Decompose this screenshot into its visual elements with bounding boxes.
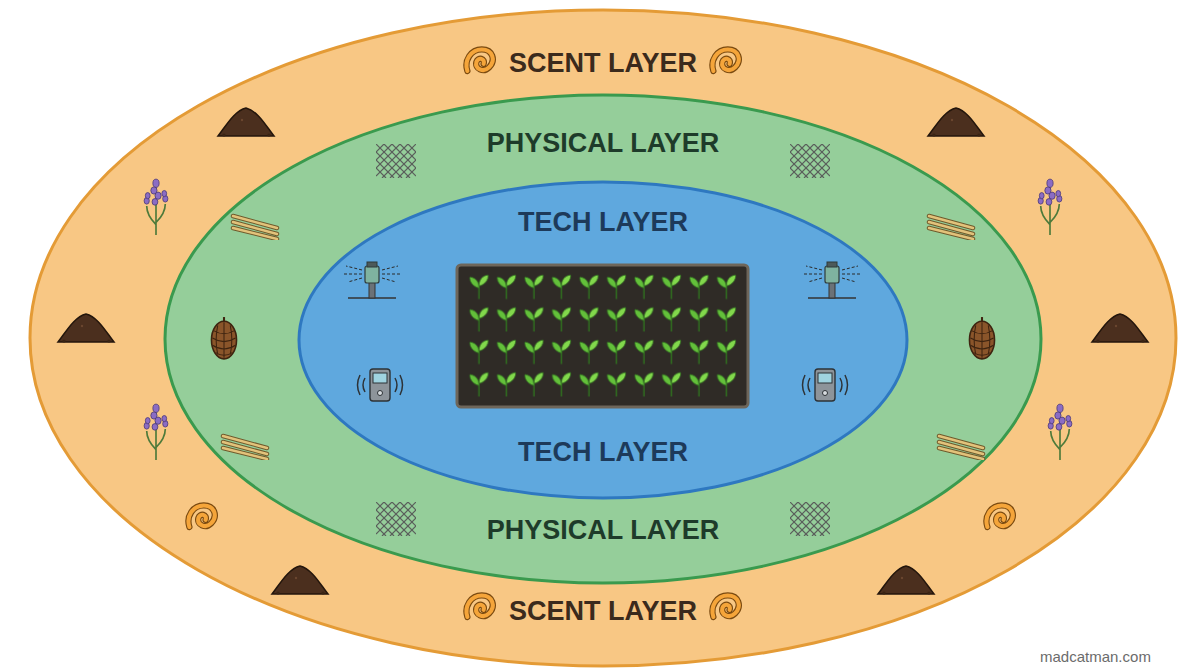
lavender-sprigs xyxy=(144,179,1072,460)
layer-title: PHYSICAL LAYER xyxy=(163,126,1043,160)
scent-layer-ellipse: SCENT LAYER SCENT LAYER PHYSICAL LAYER PHYS… xyxy=(28,8,1178,668)
seedling-tray xyxy=(457,265,748,407)
orange-peel xyxy=(712,595,738,617)
layer-title: TECH LAYER xyxy=(297,435,909,469)
orange-peels xyxy=(188,49,1012,617)
ellipse-shape xyxy=(30,10,1176,666)
sensors xyxy=(358,369,848,401)
soil-pile xyxy=(218,108,274,137)
sprinkler xyxy=(344,262,400,298)
physical-layer-ellipse: PHYSICAL LAYERPHYSICAL LAYERTECH LAYERTE… xyxy=(163,93,1043,585)
pinecone xyxy=(211,317,236,359)
bamboo-stake xyxy=(929,216,973,239)
lavender-sprig xyxy=(1038,179,1062,235)
tray-frame xyxy=(457,265,748,407)
layer-title: SCENT LAYER xyxy=(28,594,1178,628)
mesh-net xyxy=(790,144,830,178)
orange-peel xyxy=(188,505,214,527)
lavender-sprig xyxy=(144,404,168,460)
watermark: madcatman.com xyxy=(1040,648,1151,665)
motion-sensor xyxy=(803,369,848,401)
mesh-net xyxy=(790,502,830,536)
motion-sensor xyxy=(358,369,403,401)
orange-peel xyxy=(466,595,492,617)
pinecones xyxy=(211,317,994,359)
mesh-net xyxy=(376,502,416,536)
soil-piles xyxy=(58,108,1148,595)
soil-pile xyxy=(928,108,984,137)
sprinklers xyxy=(344,262,860,298)
orange-peel xyxy=(712,49,738,71)
tray-seedlings xyxy=(465,270,740,400)
orange-peel xyxy=(466,49,492,71)
tech-layer-ellipse: TECH LAYER TECH LAYER xyxy=(297,180,909,500)
soil-pile xyxy=(272,566,328,595)
lavender-sprig xyxy=(1048,404,1072,460)
bamboo-stakes xyxy=(223,216,983,459)
layer-title: PHYSICAL LAYER xyxy=(163,513,1043,547)
layer-title: SCENT LAYER xyxy=(28,46,1178,80)
bamboo-stake xyxy=(233,216,277,239)
soil-pile xyxy=(1092,314,1148,343)
sprinkler xyxy=(804,262,860,298)
bamboo-stake xyxy=(939,436,983,459)
soil-pile xyxy=(58,314,114,343)
layer-title: TECH LAYER xyxy=(297,205,909,239)
mesh-net xyxy=(376,144,416,178)
ellipse-shape xyxy=(165,95,1041,583)
soil-pile xyxy=(878,566,934,595)
lavender-sprig xyxy=(144,179,168,235)
pinecone xyxy=(969,317,994,359)
orange-peel xyxy=(986,505,1012,527)
bamboo-stake xyxy=(223,436,267,459)
netting xyxy=(376,144,830,536)
